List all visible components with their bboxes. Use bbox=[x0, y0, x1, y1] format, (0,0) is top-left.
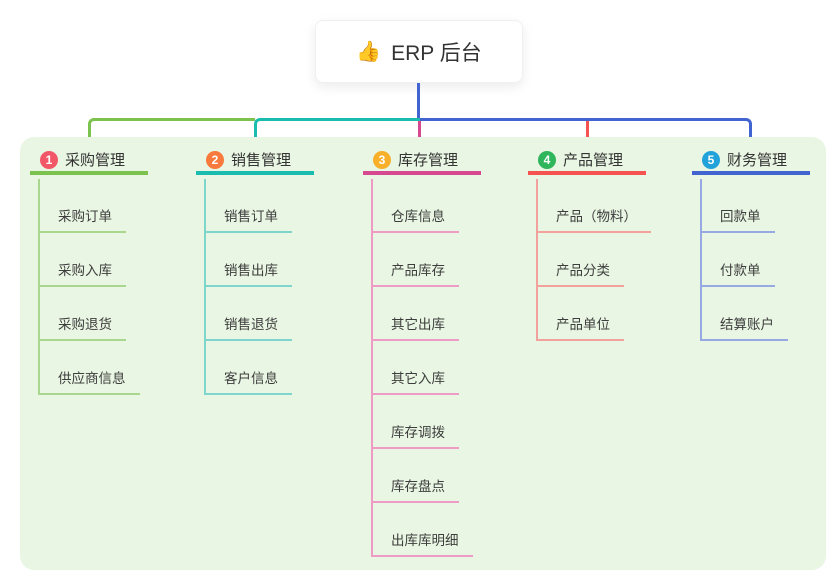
connector-branch-sales bbox=[254, 118, 421, 148]
mindmap-child-node[interactable]: 采购入库 bbox=[40, 233, 126, 287]
branch-children-list: 仓库信息产品库存其它出库其它入库库存调拨库存盘点出库库明细 bbox=[371, 179, 473, 557]
mindmap-child-node[interactable]: 库存盘点 bbox=[373, 449, 459, 503]
connector-root bbox=[417, 83, 420, 121]
branch-number-badge: 2 bbox=[206, 150, 224, 169]
branch-node-product[interactable]: 4 产品管理 bbox=[528, 148, 646, 175]
mindmap-child-node[interactable]: 回款单 bbox=[702, 179, 775, 233]
branch-node-label: 销售管理 bbox=[231, 152, 292, 169]
mindmap-child-node[interactable]: 仓库信息 bbox=[373, 179, 459, 233]
mindmap-child-node[interactable]: 库存调拨 bbox=[373, 395, 459, 449]
connector-branch-finance bbox=[420, 118, 752, 148]
root-node-label: ERP 后台 bbox=[391, 41, 482, 65]
branch-node-label: 财务管理 bbox=[727, 152, 788, 169]
branch-node-inventory[interactable]: 3 库存管理 bbox=[363, 148, 481, 175]
mindmap-child-node[interactable]: 其它入库 bbox=[373, 341, 459, 395]
branch-node-sales[interactable]: 2 销售管理 bbox=[196, 148, 314, 175]
branch-children-list: 销售订单销售出库销售退货客户信息 bbox=[204, 179, 292, 395]
branch-number-badge: 4 bbox=[538, 150, 556, 169]
connector-branch-product bbox=[586, 121, 589, 148]
branch-node-purchase[interactable]: 1 采购管理 bbox=[30, 148, 148, 175]
branch-node-label: 产品管理 bbox=[563, 152, 624, 169]
mindmap-child-node[interactable]: 供应商信息 bbox=[40, 341, 140, 395]
mindmap-child-node[interactable]: 采购退货 bbox=[40, 287, 126, 341]
mindmap-child-node[interactable]: 其它出库 bbox=[373, 287, 459, 341]
branch-number-badge: 3 bbox=[373, 150, 391, 169]
branch-node-label: 库存管理 bbox=[398, 152, 459, 169]
branch-number-badge: 5 bbox=[702, 150, 720, 169]
branch-number-badge: 1 bbox=[40, 150, 58, 169]
branch-children-list: 回款单付款单结算账户 bbox=[700, 179, 788, 341]
mindmap-child-node[interactable]: 产品（物料） bbox=[538, 179, 651, 233]
connector-branch-purchase bbox=[88, 118, 255, 148]
branch-node-label: 采购管理 bbox=[65, 152, 126, 169]
mindmap-child-node[interactable]: 出库库明细 bbox=[373, 503, 473, 557]
mindmap-child-node[interactable]: 结算账户 bbox=[702, 287, 788, 341]
mindmap-child-node[interactable]: 销售订单 bbox=[206, 179, 292, 233]
connector-branch-inventory bbox=[418, 121, 421, 148]
mindmap-child-node[interactable]: 销售出库 bbox=[206, 233, 292, 287]
mindmap-child-node[interactable]: 采购订单 bbox=[40, 179, 126, 233]
mindmap-child-node[interactable]: 销售退货 bbox=[206, 287, 292, 341]
branch-children-list: 采购订单采购入库采购退货供应商信息 bbox=[38, 179, 140, 395]
mindmap-child-node[interactable]: 产品库存 bbox=[373, 233, 459, 287]
thumbs-up-icon: 👍 bbox=[356, 41, 382, 63]
root-node[interactable]: 👍 ERP 后台 bbox=[315, 20, 523, 83]
branch-node-finance[interactable]: 5 财务管理 bbox=[692, 148, 810, 175]
mindmap-child-node[interactable]: 产品单位 bbox=[538, 287, 624, 341]
branches-panel bbox=[20, 137, 826, 570]
mindmap-child-node[interactable]: 产品分类 bbox=[538, 233, 624, 287]
branch-children-list: 产品（物料）产品分类产品单位 bbox=[536, 179, 651, 341]
mindmap-child-node[interactable]: 客户信息 bbox=[206, 341, 292, 395]
mindmap-child-node[interactable]: 付款单 bbox=[702, 233, 775, 287]
